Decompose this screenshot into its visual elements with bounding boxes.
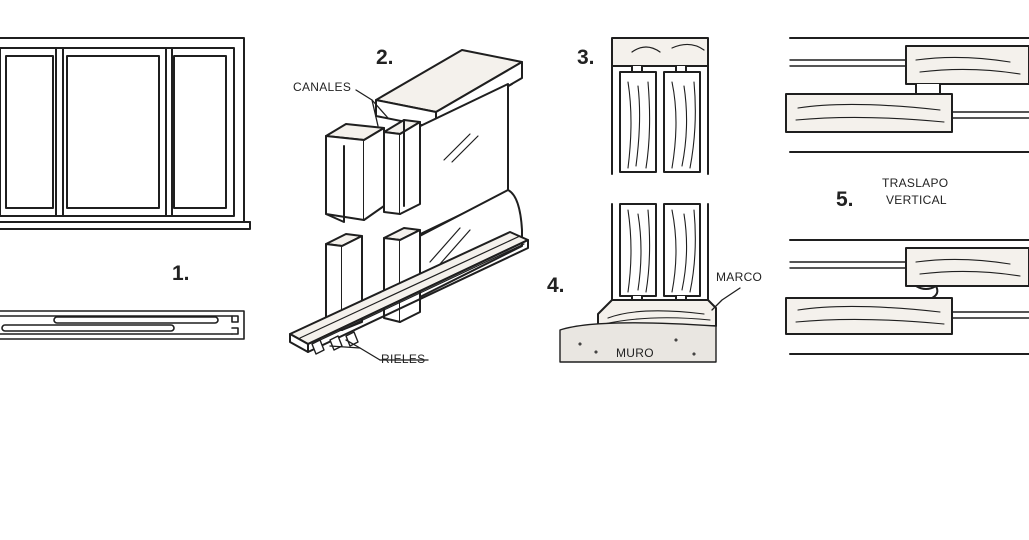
fig2-label-rieles: RIELES	[381, 352, 426, 366]
fig5-label-vertical: VERTICAL	[886, 193, 947, 207]
fig5-number: 5.	[836, 188, 854, 211]
fig2-leader-lines	[329, 89, 429, 361]
fig4-number: 4.	[547, 274, 565, 297]
fig3-number: 3.	[577, 46, 595, 69]
fig4-leader-line	[711, 287, 741, 311]
fig5-label-traslapo: TRASLAPO	[882, 176, 949, 190]
fig2-number: 2.	[376, 46, 394, 69]
fig5-lap-joint-top	[785, 37, 1029, 153]
fig4-sill-section	[559, 203, 717, 363]
fig1-number: 1.	[172, 262, 190, 285]
fig3-head-section	[611, 37, 709, 175]
fig1-window-section	[0, 310, 245, 340]
fig4-label-marco: MARCO	[716, 270, 763, 284]
fig4-label-muro: MURO	[616, 346, 654, 360]
fig2-label-canales: CANALES	[293, 80, 352, 94]
fig2-exploded-view	[289, 49, 529, 355]
fig5-lap-joint-bottom	[785, 239, 1029, 355]
fig1-window-elevation	[0, 37, 251, 230]
